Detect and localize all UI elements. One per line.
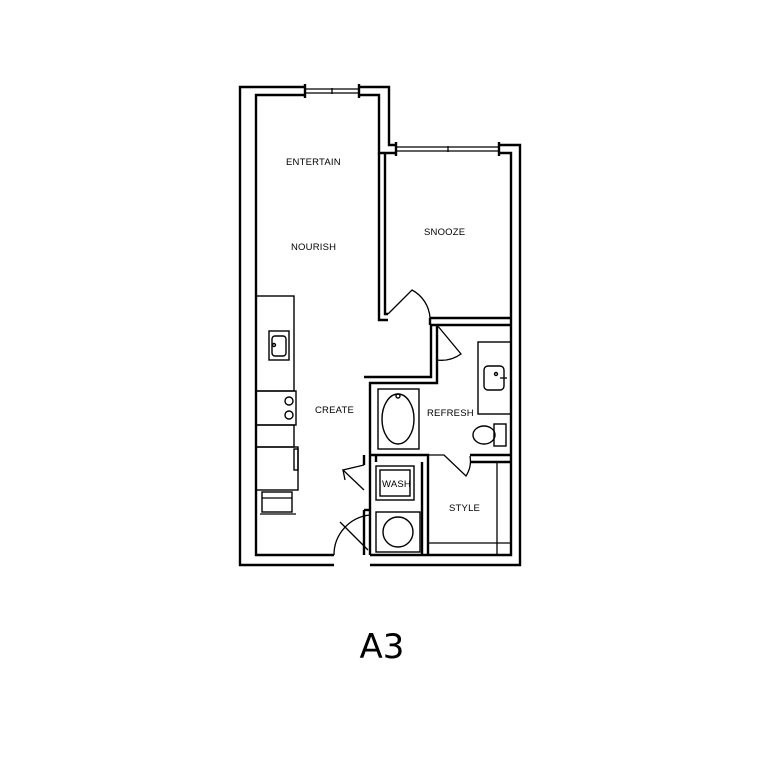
room-label-entertain: ENTERTAIN: [286, 157, 341, 168]
room-label-snooze: SNOOZE: [424, 227, 465, 238]
windows: [305, 88, 499, 152]
kitchen-fixtures: [255, 295, 299, 515]
room-label-create: CREATE: [315, 405, 354, 416]
plan-title: A3: [360, 627, 405, 667]
room-label-wash: WASH: [382, 479, 411, 490]
interior-walls: [333, 153, 511, 556]
laundry-fixtures: [375, 465, 421, 553]
room-label-nourish: NOURISH: [291, 242, 336, 253]
room-label-style: STYLE: [449, 503, 480, 514]
room-label-refresh: REFRESH: [427, 408, 474, 419]
bathroom-fixtures: [377, 341, 512, 450]
